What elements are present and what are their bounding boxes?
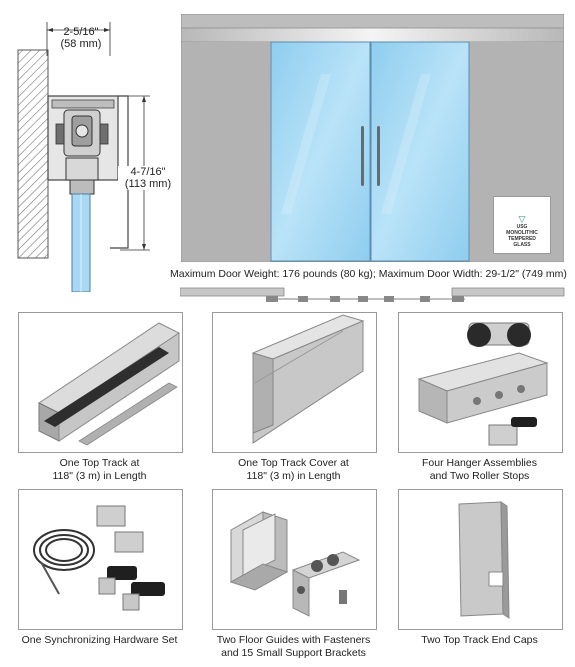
sticker-line-3: TEMPERED <box>508 236 536 242</box>
component-caption-floor-guides: Two Floor Guides with Fasteners and 15 S… <box>212 634 375 660</box>
caption-line-2: and 15 Small Support Brackets <box>221 647 366 659</box>
component-hanger-assemblies-image <box>398 312 563 453</box>
component-top-track-image <box>18 312 183 453</box>
component-caption-synchronizing-set: One Synchronizing Hardware Set <box>18 634 181 647</box>
caption-line-1: One Synchronizing Hardware Set <box>21 634 178 646</box>
component-end-caps-image <box>398 489 563 630</box>
component-caption-hanger-assemblies: Four Hanger Assemblies and Two Roller St… <box>398 457 561 483</box>
height-dimension: 4-7/16" (113 mm) <box>118 166 178 190</box>
height-dim-imperial: 4-7/16" <box>130 166 166 178</box>
sticker-line-4: GLASS <box>513 242 531 248</box>
sticker-line-2: MONOLITHIC <box>506 230 538 236</box>
width-dimension: 2-5/16" (58 mm) <box>46 26 116 50</box>
caption-line-1: Two Top Track End Caps <box>421 634 538 646</box>
caption-line-1: Four Hanger Assemblies <box>422 457 537 469</box>
caption-line-2: 118" (3 m) in Length <box>52 470 147 482</box>
caption-line-1: One Top Track at <box>59 457 140 469</box>
cross-section-drawing <box>17 22 150 293</box>
cross-section-diagram: 2-5/16" (58 mm) 4-7/16" (113 mm) <box>10 20 178 293</box>
sticker-logo-icon: ▽ <box>518 214 526 224</box>
component-caption-top-track: One Top Track at 118" (3 m) in Length <box>18 457 181 483</box>
width-dim-metric: (58 mm) <box>60 38 102 50</box>
door-elevation: ▽ USG MONOLITHIC TEMPERED GLASS <box>180 13 565 263</box>
height-dim-metric: (113 mm) <box>124 178 172 190</box>
component-track-cover-image <box>212 312 377 453</box>
sticker-line-1: USG <box>516 224 528 230</box>
specs-text: Maximum Door Weight: 176 pounds (80 kg);… <box>170 268 567 280</box>
component-floor-guides-image <box>212 489 377 630</box>
component-caption-track-cover: One Top Track Cover at 118" (3 m) in Len… <box>212 457 375 483</box>
track-strip-diagram <box>179 285 566 303</box>
component-caption-end-caps: Two Top Track End Caps <box>398 634 561 647</box>
tempered-glass-sticker: ▽ USG MONOLITHIC TEMPERED GLASS <box>493 196 551 254</box>
caption-line-2: 118" (3 m) in Length <box>246 470 341 482</box>
door-elevation-drawing <box>180 13 565 263</box>
width-dim-imperial: 2-5/16" <box>63 26 99 38</box>
caption-line-1: One Top Track Cover at <box>238 457 349 469</box>
caption-line-1: Two Floor Guides with Fasteners <box>216 634 371 646</box>
component-synchronizing-set-image <box>18 489 183 630</box>
caption-line-2: and Two Roller Stops <box>429 470 530 482</box>
